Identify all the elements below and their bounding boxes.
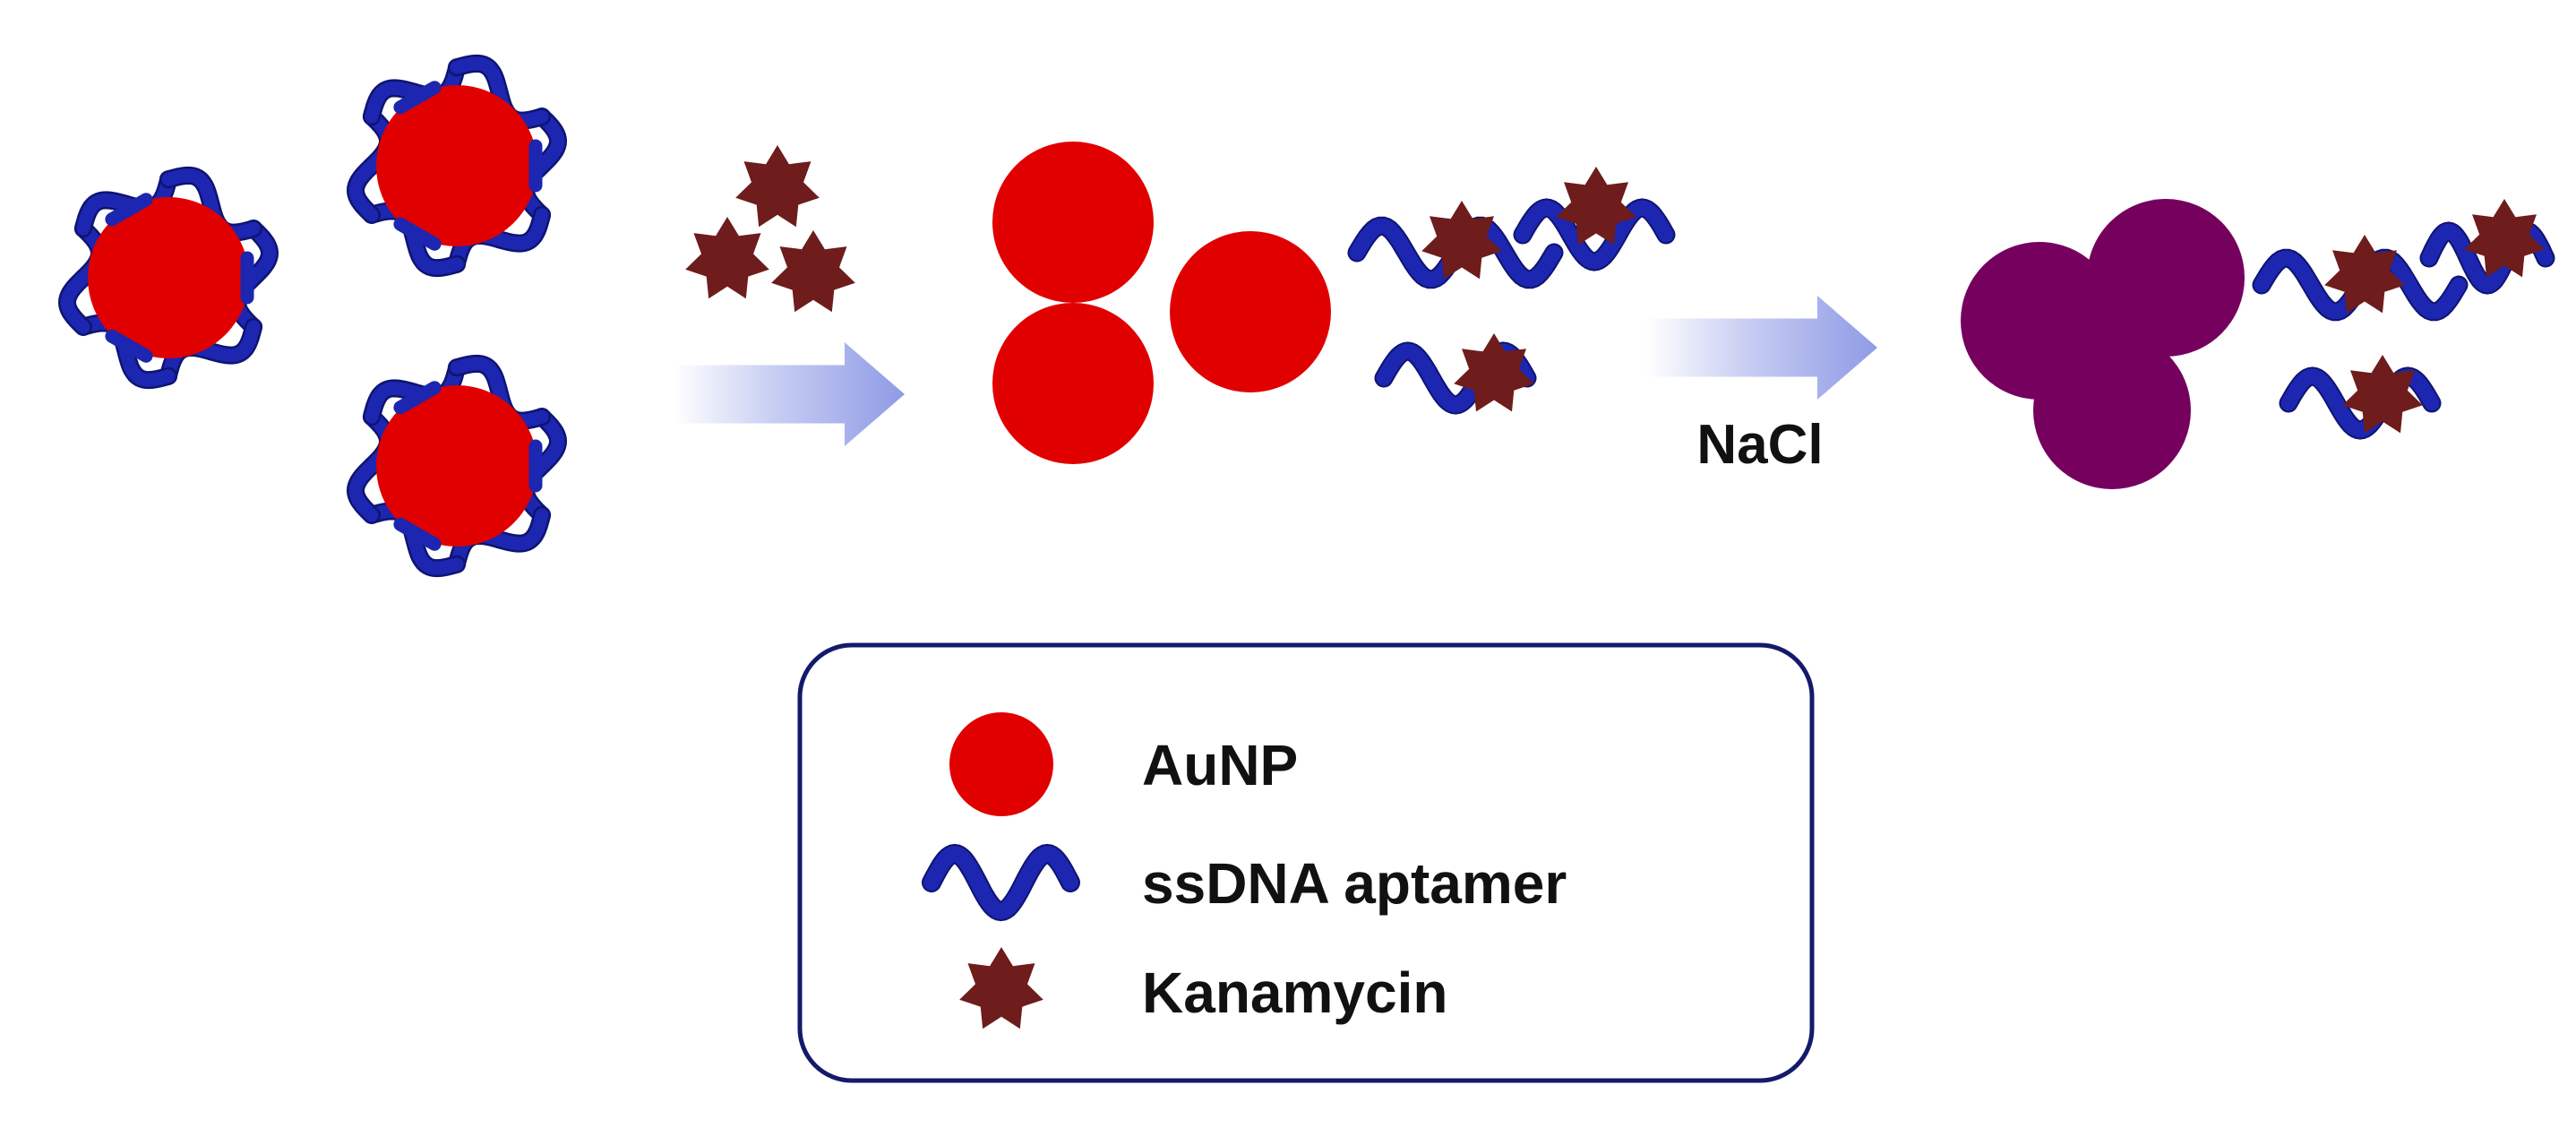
aunp-icon <box>949 712 1053 816</box>
kanamycin-star <box>685 217 769 299</box>
coated-aunp-group <box>57 54 568 578</box>
nacl-label: NaCl <box>1696 414 1823 476</box>
legend-label-kanamycin: Kanamycin <box>1142 960 1447 1025</box>
aptamer-icon <box>922 843 1080 922</box>
aptamer-kanamycin-complex-group-1 <box>1347 167 1676 415</box>
aggregated-aunp <box>2087 199 2245 357</box>
kanamycin-star <box>1421 201 1502 280</box>
kanamycin-star <box>771 230 855 313</box>
legend-item-aptamer: ssDNA aptamer <box>922 843 1567 922</box>
kanamycin-star <box>735 145 820 228</box>
kanamycin-star <box>2464 199 2545 278</box>
legend-label-aptamer: ssDNA aptamer <box>1142 851 1567 916</box>
kanamycin-star <box>2324 235 2405 314</box>
aunp <box>992 142 1154 303</box>
legend-label-aunp: AuNP <box>1142 733 1298 797</box>
legend-box <box>797 642 1815 1083</box>
reaction-arrow-2 <box>1646 296 1877 400</box>
coated-aunp-top <box>346 54 568 278</box>
aunp <box>992 303 1154 464</box>
aunp <box>1170 231 1331 392</box>
kanamycin-added-group <box>685 145 855 313</box>
coated-aunp-left <box>57 166 279 390</box>
legend-item-aunp: AuNP <box>949 712 1298 816</box>
legend: AuNP ssDNA aptamer Kanamycin <box>797 642 1815 1083</box>
kanamycin-star <box>1556 167 1636 245</box>
kanamycin-star <box>1454 333 1534 412</box>
kanamycin-star <box>2342 355 2423 434</box>
aggregated-aunp-cluster <box>1961 199 2245 489</box>
reaction-arrow-1 <box>674 342 905 446</box>
aggregated-aunp <box>2033 332 2191 489</box>
kanamycin-icon <box>959 947 1043 1029</box>
coated-aunp-bottom <box>346 354 568 578</box>
aptamer-kanamycin-complex-group-2 <box>2252 199 2555 440</box>
ssdna-aptamer <box>1513 198 1676 271</box>
released-aunp-group <box>992 142 1331 464</box>
legend-item-kanamycin: Kanamycin <box>959 947 1447 1029</box>
